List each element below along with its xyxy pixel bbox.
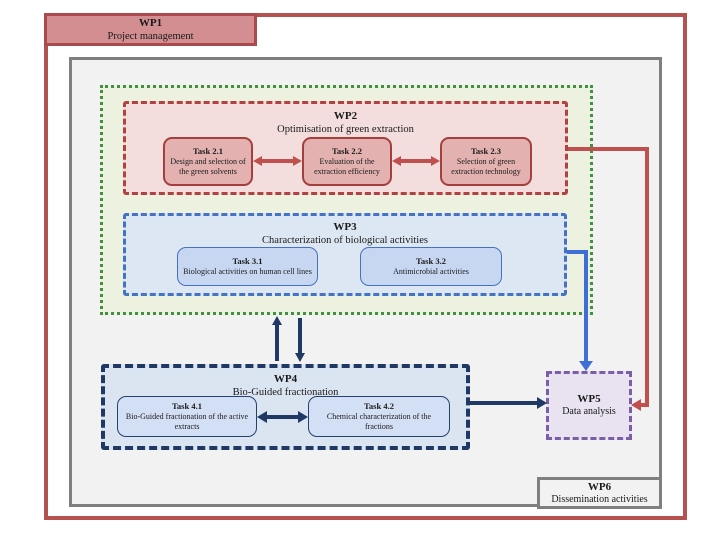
task-4-1-title: Task 4.1 [172, 400, 202, 411]
task-2-3-desc: Selection of green extraction technology [451, 156, 521, 177]
task-3-1: Task 3.1 Biological activities on human … [177, 247, 318, 286]
task-2-1-title: Task 2.1 [193, 145, 223, 156]
wp3-subtitle: Characterization of biological activitie… [262, 235, 428, 247]
task-2-2: Task 2.2 Evaluation of the extraction ef… [302, 137, 392, 186]
wp6-box: WP6 Dissemination activities [537, 477, 662, 509]
task-3-1-desc: Biological activities on human cell line… [183, 266, 312, 276]
wp1-box: WP1 Project management [44, 13, 257, 46]
wp5-box: WP5 Data analysis [546, 371, 632, 440]
task-2-2-title: Task 2.2 [332, 145, 362, 156]
wp1-title: WP1 [138, 16, 163, 29]
task-4-1: Task 4.1 Bio-Guided fractionation of the… [117, 396, 257, 437]
wp3-title: WP3 [333, 221, 357, 233]
task-4-2: Task 4.2 Chemical characterization of th… [308, 396, 450, 437]
wp6-subtitle: Dissemination activities [551, 493, 648, 505]
wp2-title: WP2 [333, 110, 358, 122]
wp4-title: WP4 [273, 373, 298, 385]
task-2-1: Task 2.1 Design and selection of the gre… [163, 137, 253, 186]
task-4-2-desc: Chemical characterization of the fractio… [326, 411, 432, 432]
task-3-2-desc: Antimicrobial activities [393, 266, 469, 276]
task-3-2: Task 3.2 Antimicrobial activities [360, 247, 502, 286]
task-2-2-desc: Evaluation of the extraction efficiency [314, 156, 380, 177]
wp5-title: WP5 [577, 393, 601, 406]
task-3-1-title: Task 3.1 [232, 255, 263, 266]
wp2-subtitle: Optimisation of green extraction [277, 124, 414, 136]
task-2-3-title: Task 2.3 [471, 145, 501, 156]
task-2-3: Task 2.3 Selection of green extraction t… [440, 137, 532, 186]
wp4-subtitle: Bio-Guided fractionation [232, 387, 339, 399]
wp6-title: WP6 [587, 480, 612, 493]
task-3-2-title: Task 3.2 [416, 255, 446, 266]
task-2-1-desc: Design and selection of the green solven… [170, 156, 246, 177]
task-4-2-title: Task 4.2 [364, 400, 394, 411]
wp5-subtitle: Data analysis [562, 406, 616, 418]
wp1-subtitle: Project management [107, 31, 194, 43]
task-4-1-desc: Bio-Guided fractionation of the active e… [125, 411, 249, 432]
